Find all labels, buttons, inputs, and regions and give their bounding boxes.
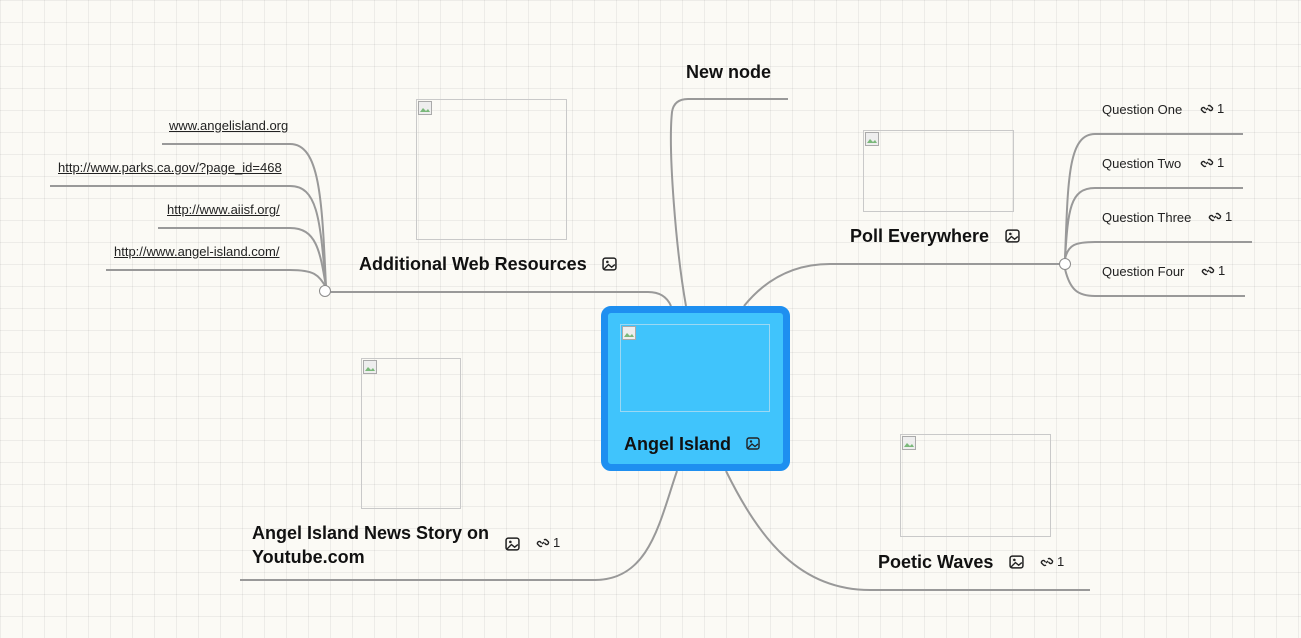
link-icon [1200,158,1214,167]
edge-q4 [1064,268,1245,297]
link-badge[interactable]: 1 [536,535,560,550]
question-three[interactable]: Question Three [1102,210,1192,225]
news-title-line2: Youtube.com [252,547,365,567]
edge-link-3 [158,227,327,288]
central-image [620,324,770,412]
image-icon[interactable] [1009,555,1024,574]
topic-web-resources[interactable]: Additional Web Resources [359,254,587,274]
image-icon[interactable] [505,537,520,556]
link-count: 1 [1218,263,1226,278]
edge-q2 [1064,187,1243,260]
link-badge[interactable]: 1 [1200,101,1224,116]
broken-image-icon [622,326,636,340]
web-link-3[interactable]: http://www.aiisf.org/ [167,202,280,217]
edge-q3 [1064,241,1252,260]
edge-new-node [669,98,788,307]
link-count: 1 [1217,155,1225,170]
link-icon [1208,212,1222,221]
edge-poll [743,263,1060,307]
link-count: 1 [1225,209,1233,224]
question-four[interactable]: Question Four [1102,264,1185,279]
edge-q1 [1064,133,1243,260]
image-icon[interactable] [746,437,760,455]
poll-image [863,130,1014,212]
topic-poetic-waves[interactable]: Poetic Waves [878,552,994,572]
web-link-2[interactable]: http://www.parks.ca.gov/?page_id=468 [58,160,282,175]
broken-image-icon [865,132,879,146]
topic-poll-everywhere[interactable]: Poll Everywhere [850,226,990,246]
link-badge[interactable]: 1 [1200,155,1224,170]
news-image [361,358,461,509]
edge-link-4 [106,269,327,288]
edge-link-2 [50,185,327,288]
web-resources-image [416,99,567,240]
question-two[interactable]: Question Two [1102,156,1182,171]
link-icon [1200,104,1214,113]
poetic-image [900,434,1051,537]
edge-link-1 [162,143,327,288]
link-icon [536,538,550,547]
image-icon[interactable] [1005,229,1020,248]
link-count: 1 [1217,101,1225,116]
broken-image-icon [418,101,432,115]
link-badge[interactable]: 1 [1208,209,1232,224]
web-link-4[interactable]: http://www.angel-island.com/ [114,244,280,259]
web-link-1[interactable]: www.angelisland.org [169,118,289,133]
central-title: Angel Island [624,434,732,454]
topic-new-node[interactable]: New node [686,62,772,82]
link-icon [1201,266,1215,275]
collapse-toggle-web[interactable] [319,285,331,297]
news-title-line1: Angel Island News Story on [252,523,490,543]
edge-poetic [725,470,1090,591]
edge-web-resources [330,291,672,307]
broken-image-icon [902,436,916,450]
edge-news [240,470,678,581]
collapse-toggle-poll[interactable] [1059,258,1071,270]
link-badge[interactable]: 1 [1040,554,1064,569]
link-icon [1040,557,1054,566]
link-badge[interactable]: 1 [1201,263,1225,278]
central-topic[interactable]: Angel Island [601,306,790,471]
question-one[interactable]: Question One [1102,102,1183,117]
broken-image-icon [363,360,377,374]
link-count: 1 [553,535,561,550]
link-count: 1 [1057,554,1065,569]
image-icon[interactable] [602,257,617,276]
topic-news-story[interactable]: Angel Island News Story on Youtube.com [252,521,489,569]
